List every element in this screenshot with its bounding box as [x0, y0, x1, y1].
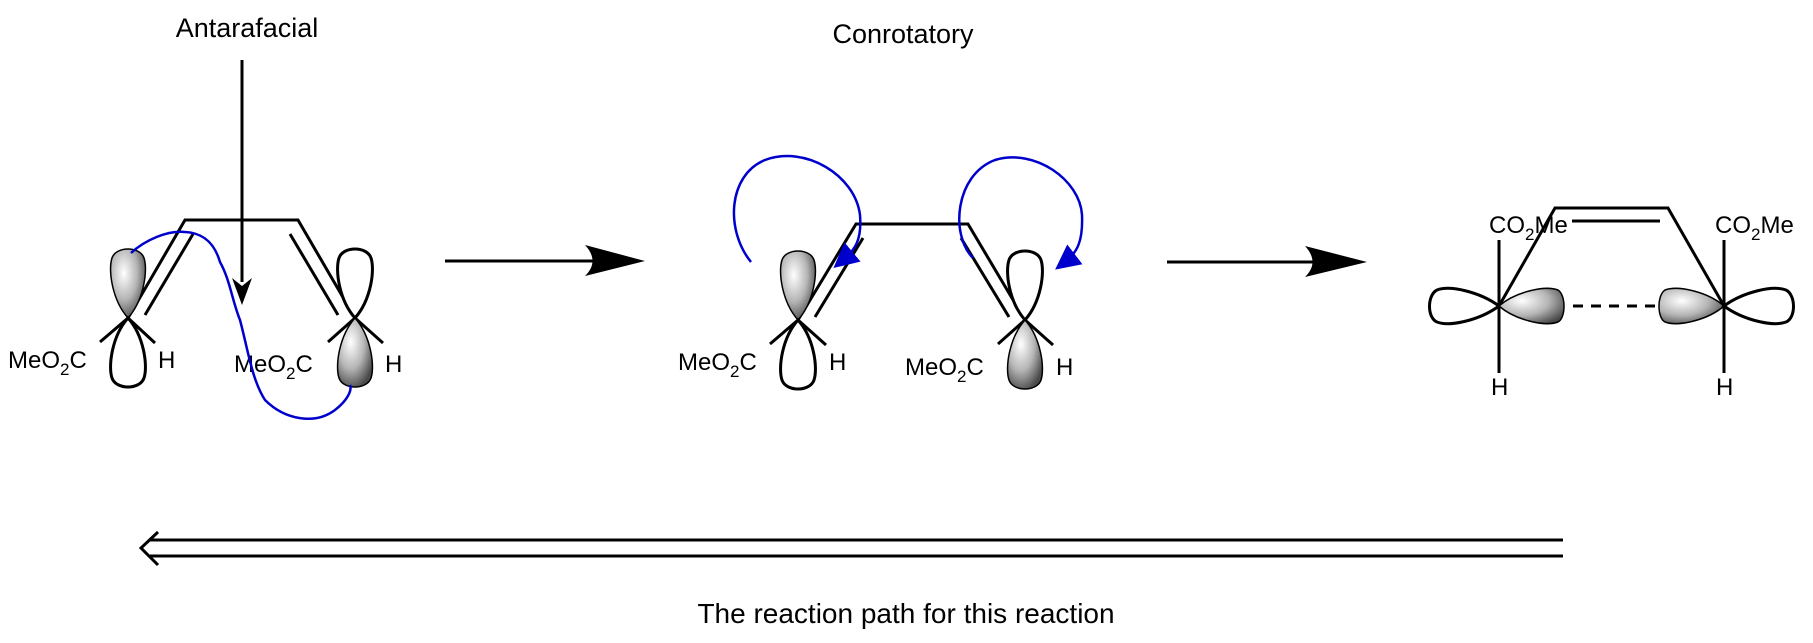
cyclized-product: CO2Me CO2Me H H — [1428, 206, 1795, 401]
hydrogen-label: H — [158, 347, 175, 374]
p-orbital-right — [1006, 249, 1044, 390]
hydrogen-label: H — [1056, 354, 1073, 381]
hydrogen-label: H — [829, 349, 846, 376]
orbital-lobe-shaded — [109, 248, 147, 320]
orbital-lobe-open — [1428, 286, 1502, 326]
ester-label: CO2Me — [1489, 212, 1568, 244]
orbital-lobe-shaded — [779, 250, 817, 322]
p-orbital-left — [109, 248, 147, 389]
antarafacial-overlap-curve — [130, 230, 352, 420]
orbital-lobe-shaded — [336, 316, 374, 388]
orbital-lobe-open — [1721, 286, 1795, 326]
antarafacial-label: Antarafacial — [176, 13, 319, 43]
rotation-arrow-right — [958, 156, 1084, 270]
hydrogen-label: H — [385, 351, 402, 378]
sp3-orbital-left — [1428, 286, 1565, 326]
hydrogen-label: H — [1716, 374, 1733, 401]
rotation-arrow-left — [732, 154, 862, 269]
retrosynthetic-arrow — [138, 530, 1563, 567]
ester-label: MeO2C — [234, 351, 313, 383]
ester-label: MeO2C — [905, 354, 984, 386]
ester-label: MeO2C — [678, 349, 757, 381]
antarafacial-arrow — [232, 60, 252, 305]
orbital-lobe-shaded — [1006, 318, 1044, 390]
antarafacial-diene: Antarafacial MeO2C H MeO2C H — [8, 13, 402, 420]
p-orbital-left — [779, 250, 817, 391]
ester-label: CO2Me — [1715, 212, 1794, 244]
hydrogen-label: H — [1491, 374, 1508, 401]
orbital-lobe-open — [109, 315, 147, 389]
p-orbital-right — [336, 247, 374, 388]
orbital-lobe-open — [1006, 249, 1044, 323]
conrotatory-diene: Conrotatory MeO2C H MeO2C H — [678, 19, 1084, 391]
orbital-lobe-shaded — [1497, 287, 1565, 325]
conrotatory-label: Conrotatory — [832, 19, 974, 49]
forward-arrow-1 — [445, 245, 645, 276]
caption: The reaction path for this reaction — [697, 598, 1114, 629]
sp3-orbital-right — [1658, 286, 1795, 326]
orbital-lobe-open — [779, 317, 817, 391]
ester-label: MeO2C — [8, 347, 87, 379]
orbital-lobe-open — [336, 247, 374, 321]
forward-arrow-2 — [1167, 246, 1367, 277]
orbital-lobe-shaded — [1658, 287, 1726, 325]
